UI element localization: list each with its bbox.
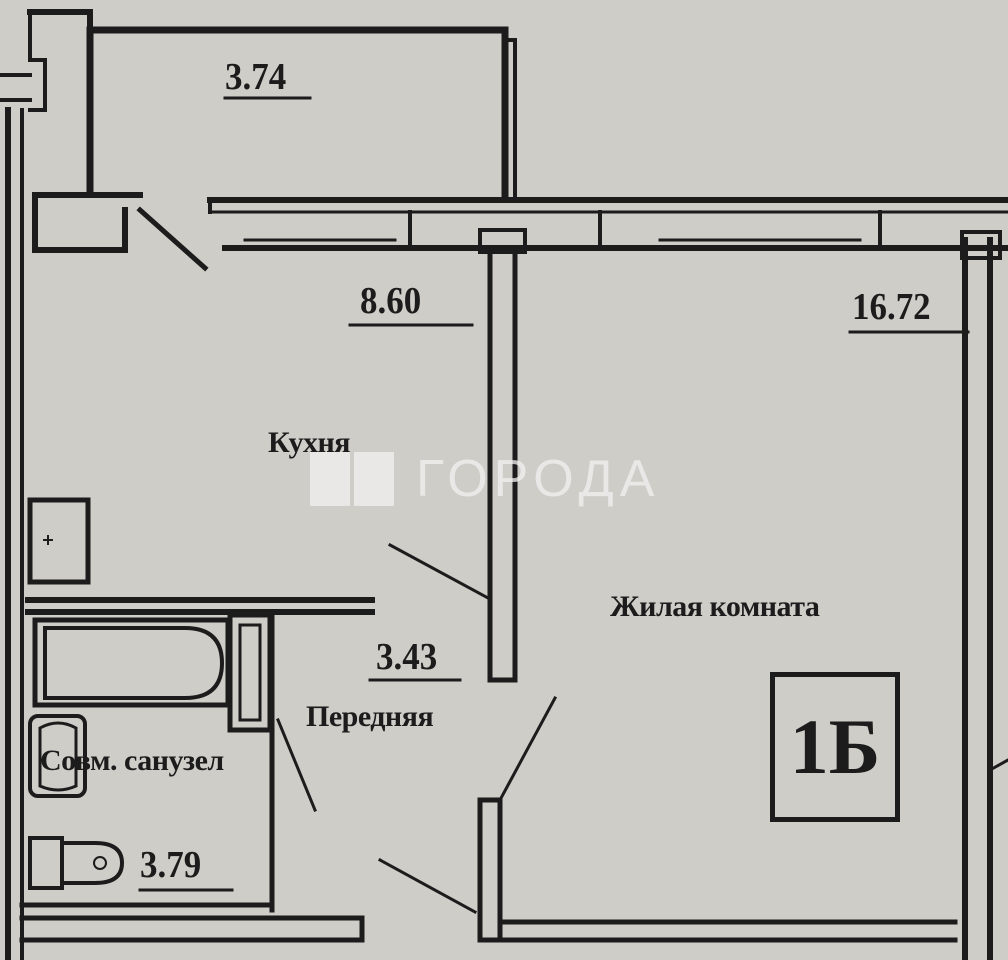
bathroom-area: 3.79 — [140, 844, 202, 886]
living-area: 16.72 — [852, 286, 931, 328]
hall-area: 3.43 — [376, 636, 438, 678]
balcony-door-swing — [136, 206, 209, 272]
living-door-swing — [497, 695, 558, 803]
watermark: ГОРОДА — [310, 452, 660, 506]
toilet — [28, 836, 64, 890]
sink — [28, 714, 87, 798]
bathroom-door-swing — [276, 718, 317, 812]
bathtub — [32, 617, 231, 708]
balcony-area: 3.74 — [225, 56, 287, 98]
living-label: Жилая комната — [610, 590, 820, 623]
apartment-type-label: 1Б — [789, 703, 881, 790]
bottom-wall — [497, 919, 958, 943]
kitchen-area: 8.60 — [360, 280, 422, 322]
top-wall — [32, 192, 143, 253]
partition-wall — [487, 247, 518, 683]
hall-label: Передняя — [306, 700, 434, 733]
balcony-wall — [86, 26, 509, 199]
brand-logo-icon — [310, 452, 394, 506]
bathroom-wall — [25, 597, 375, 615]
watermark-brand: ГОРОДА — [416, 450, 661, 508]
right-wall — [962, 237, 993, 960]
apartment-type-badge: 1Б — [770, 672, 900, 822]
bathroom-label: Совм. санузел — [40, 744, 224, 777]
washer — [227, 612, 273, 733]
stove — [27, 497, 91, 585]
kitchen-door-swing — [387, 542, 491, 601]
entrance-door-swing — [377, 857, 478, 915]
